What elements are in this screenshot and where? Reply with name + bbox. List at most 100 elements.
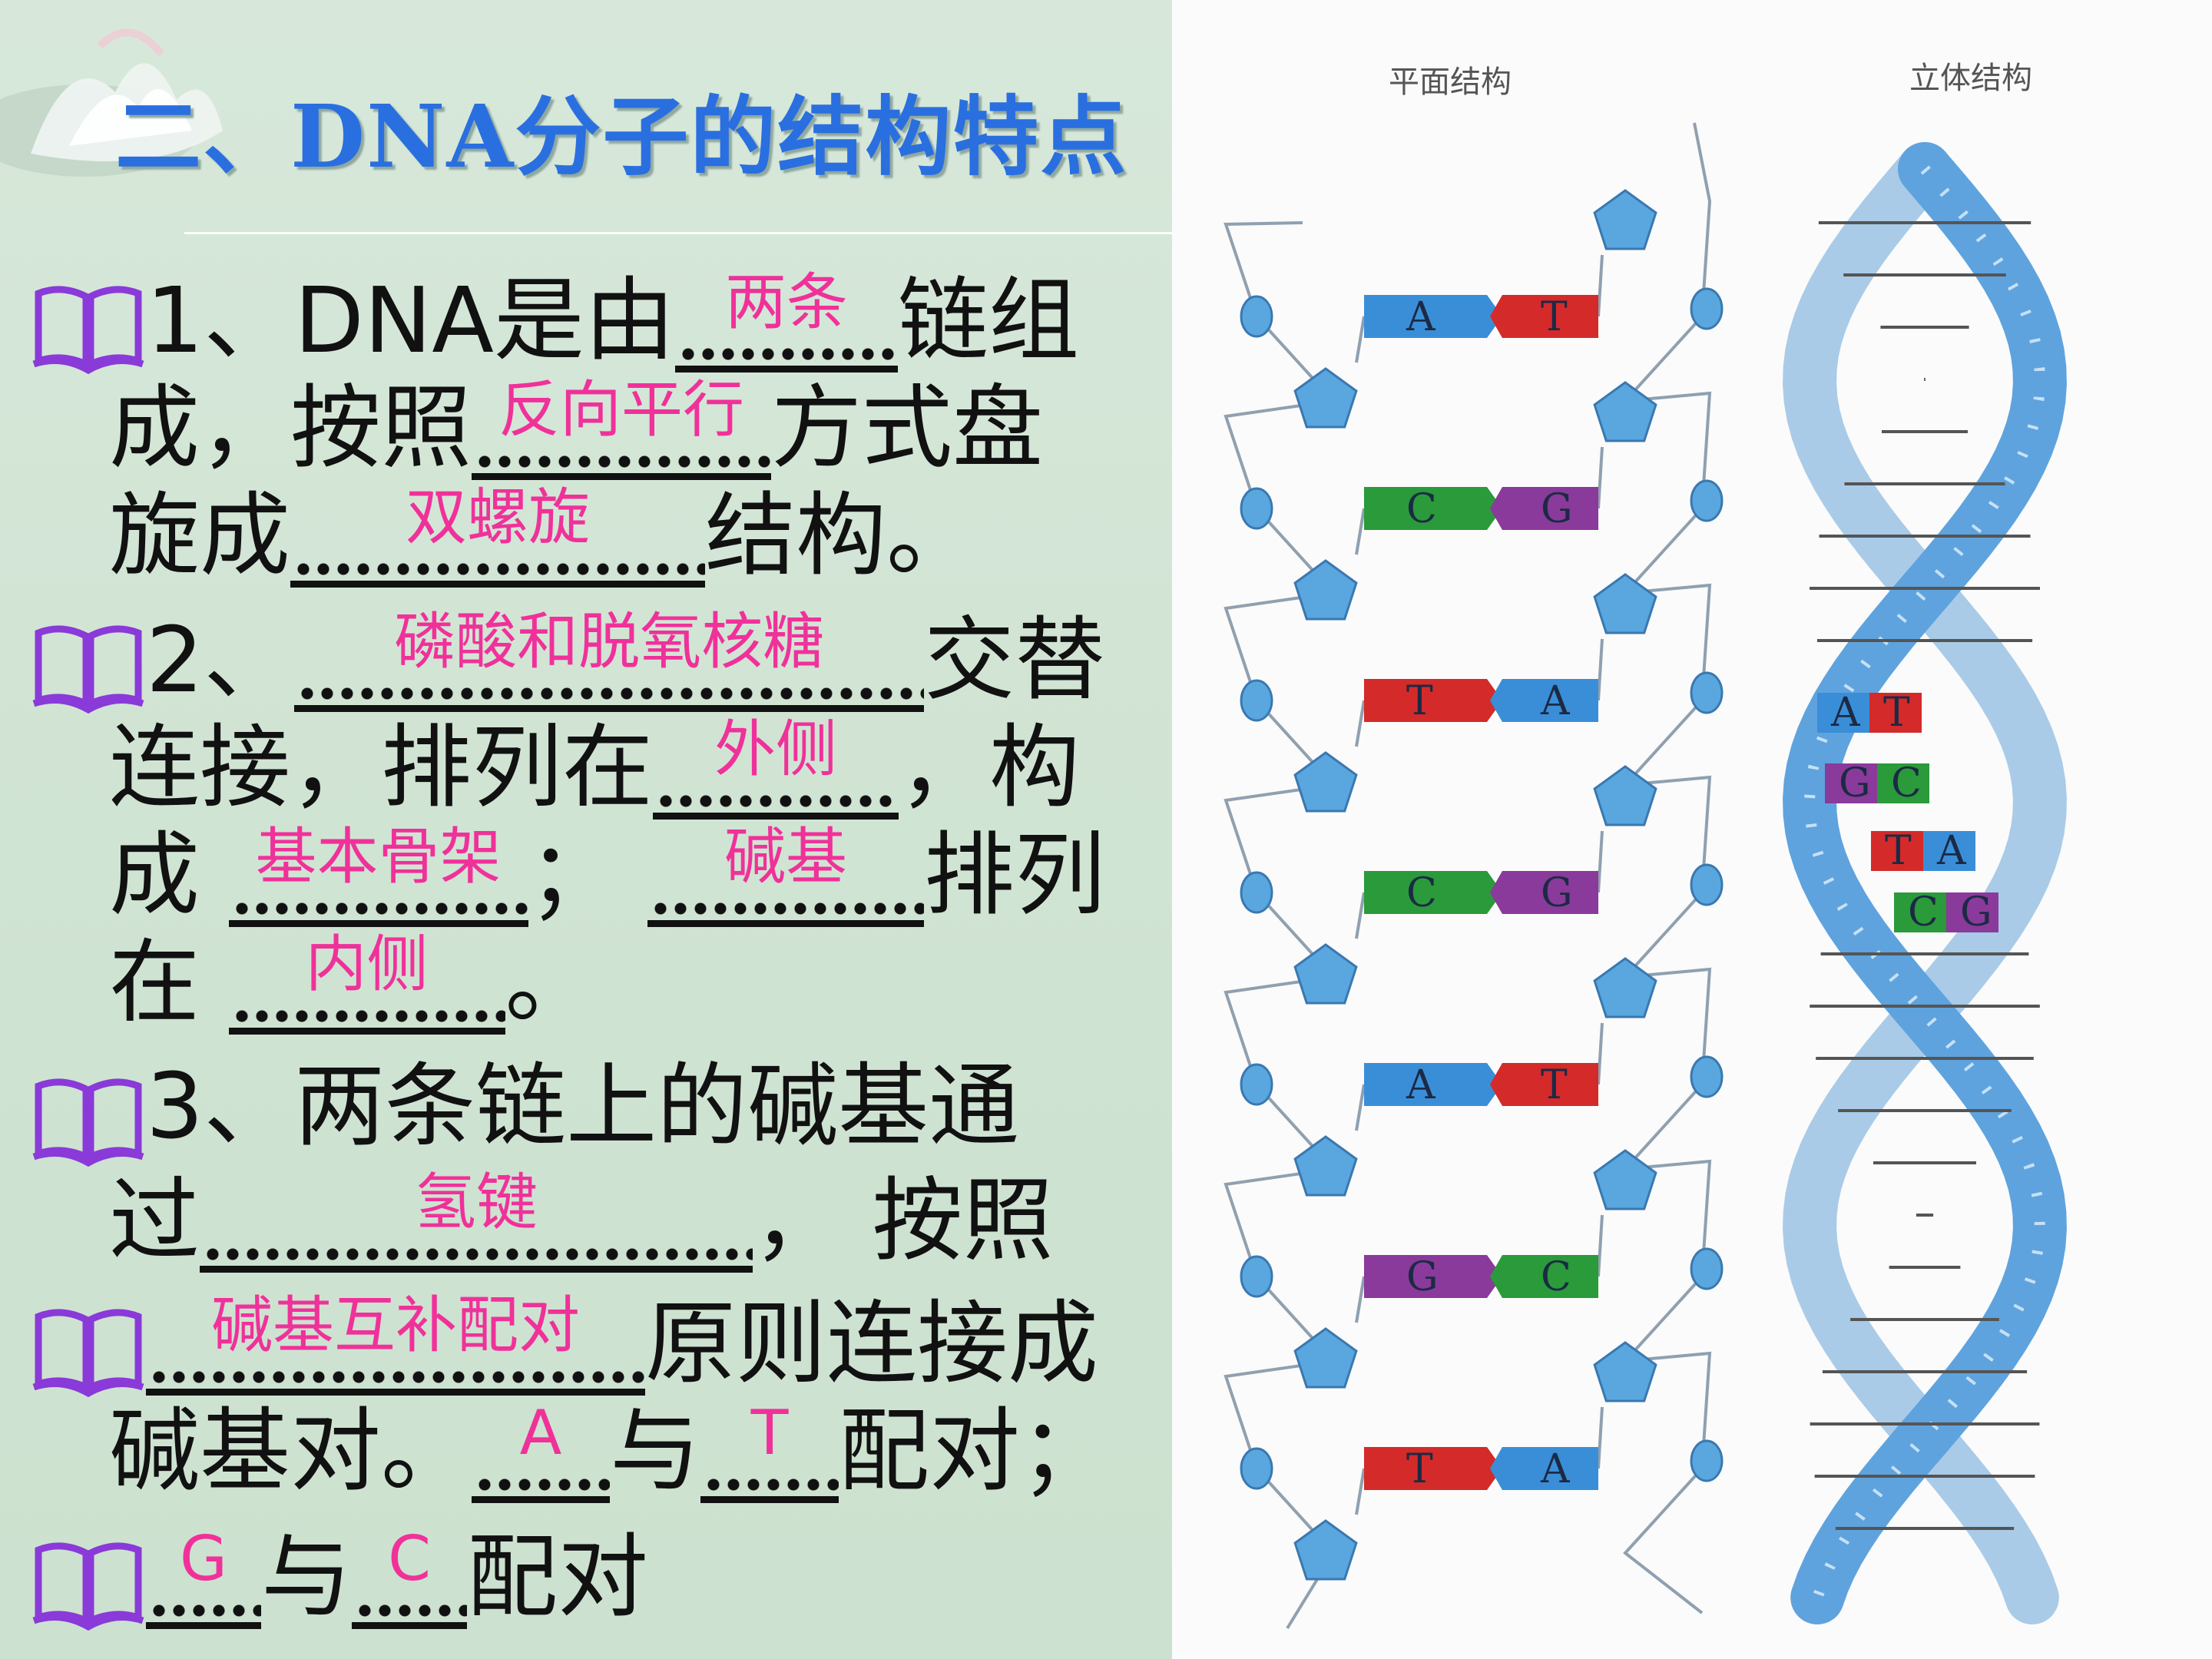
stereo-base-letter: C [1891,760,1922,806]
text-panel: 二、DNA分子的结构特点 1、DNA是由两条链组成，按照反向平行方式盘旋成 双螺旋… [0,0,1172,1659]
book-bullet-icon [31,1071,146,1167]
deoxyribose-pentagon [1593,1149,1657,1210]
answer-text: 氢键 [415,1167,538,1238]
phosphate-circle [1240,871,1273,914]
text-segment: 1、DNA是由 [146,267,675,373]
deoxyribose-pentagon [1593,189,1657,250]
base-letter: A [1406,294,1436,340]
base-letter: C [1406,486,1437,532]
answer-blank: G [146,1518,261,1629]
base-right [1490,1447,1598,1490]
answer-blank: T [700,1392,839,1503]
text-line: 3、两条链上的碱基通 [146,1054,1019,1158]
text-segment: 配对； [839,1398,1111,1504]
phosphate-circle [1240,1447,1273,1490]
deoxyribose-pentagon [1593,957,1657,1018]
base-letter: C [1541,1254,1571,1300]
stereo-base-letter: G [1839,760,1871,806]
answer-blank: 两条 [674,261,898,373]
base-letter: G [1541,870,1573,916]
bond-line [1355,1468,1366,1515]
dotted-underline [700,1392,839,1503]
base-letter: T [1406,1446,1433,1492]
base-right [1490,295,1598,338]
slide-title: 二、DNA分子的结构特点 [115,87,1128,187]
stereo-base-right [1869,693,1922,733]
text-line: 1、DNA是由两条链组 [146,261,1079,373]
stereo-base-letter: T [1885,828,1912,874]
deoxyribose-pentagon [1293,559,1358,621]
phosphate-circle [1240,1255,1273,1298]
base-left [1364,1063,1502,1106]
base-right [1490,1255,1598,1298]
text-line: 过 氢键 ， 按照 [109,1161,1054,1273]
text-segment: 过 [109,1167,200,1273]
base-left [1364,871,1502,914]
text-segment: 3、两条链上的碱基通 [146,1053,1020,1159]
text-segment: 与 [610,1398,701,1504]
bond-line [1597,1022,1604,1085]
bond-line [1355,892,1366,939]
book-bullet-icon [31,1301,146,1398]
bond-line [1597,638,1604,701]
stereo-base-left [1825,763,1877,803]
text-line: 连接，排列在外侧，构 [109,708,1080,820]
text-segment: 原则连接成 [645,1290,1099,1396]
text-segment: 配对 [467,1524,649,1630]
dotted-underline [146,1284,645,1396]
text-segment: 方式盘 [771,375,1044,481]
text-segment: 连接，排列在 [109,714,654,820]
base-letter: A [1540,678,1571,724]
text-line: 旋成双螺旋结构。 [109,476,977,588]
base-letter: A [1540,1446,1571,1492]
answer-blank: 反向平行 [472,369,772,480]
base-left [1364,487,1502,530]
stereo-base-right [1877,763,1929,803]
base-letter: G [1541,486,1573,532]
deoxyribose-pentagon [1593,1341,1657,1402]
phosphate-circle [1690,671,1724,714]
base-left [1364,295,1502,338]
base-letter: A [1406,1062,1436,1108]
dotted-underline [228,923,505,1035]
dotted-underline [146,1518,261,1629]
answer-text: 双螺旋 [406,482,591,553]
answer-text: 碱基 [724,821,848,892]
text-line: 成，按照反向平行方式盘 [109,369,1043,480]
text-segment: 旋成 [109,482,291,588]
deoxyribose-pentagon [1593,573,1657,634]
dotted-underline [200,1161,753,1273]
bond-line [1597,830,1604,893]
base-left [1364,1447,1502,1490]
deoxyribose-pentagon [1293,1519,1358,1581]
answer-text: T [750,1397,789,1469]
stereo-base-letter: A [1936,828,1967,874]
answer-text: 两条 [724,267,848,338]
bond-line [1597,1214,1604,1277]
text-segment: ， 按照 [753,1167,1054,1273]
bond-line [1597,446,1604,509]
dotted-underline [647,816,925,927]
text-segment: 排列 [924,822,1106,928]
bond-line [1355,316,1366,363]
answer-text: G [180,1523,227,1594]
deoxyribose-pentagon [1293,943,1358,1005]
answer-text: 磷酸和脱氧核糖 [394,606,825,677]
text-segment: ； [528,822,648,928]
base-left [1364,1255,1502,1298]
text-segment: 链组 [897,267,1079,373]
title-divider [184,232,1172,234]
dotted-underline [653,708,899,820]
base-letter: T [1541,294,1568,340]
text-segment: 碱基对。 [109,1398,472,1504]
dotted-underline [674,261,898,373]
text-segment: 成 [109,822,229,928]
bond-line [1355,1276,1366,1323]
text-segment: 2、 [146,607,295,713]
dotted-underline [290,476,706,588]
